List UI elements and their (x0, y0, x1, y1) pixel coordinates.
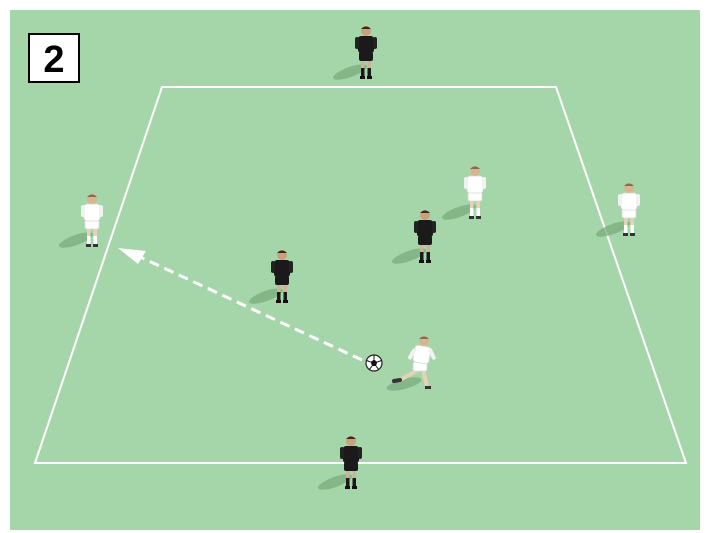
step-number-badge: 2 (28, 33, 80, 83)
white-player-passer (385, 336, 436, 393)
white-player-upper-right (440, 166, 486, 223)
black-player-center (247, 250, 293, 307)
black-player-top (331, 26, 377, 83)
black-player-right-center (390, 210, 436, 267)
pitch-boundary (35, 87, 686, 463)
white-player-right (594, 183, 640, 240)
pass-arrow (118, 248, 362, 360)
white-player-left (57, 194, 103, 251)
soccer-ball-icon (366, 355, 382, 371)
black-player-bottom (316, 436, 362, 493)
